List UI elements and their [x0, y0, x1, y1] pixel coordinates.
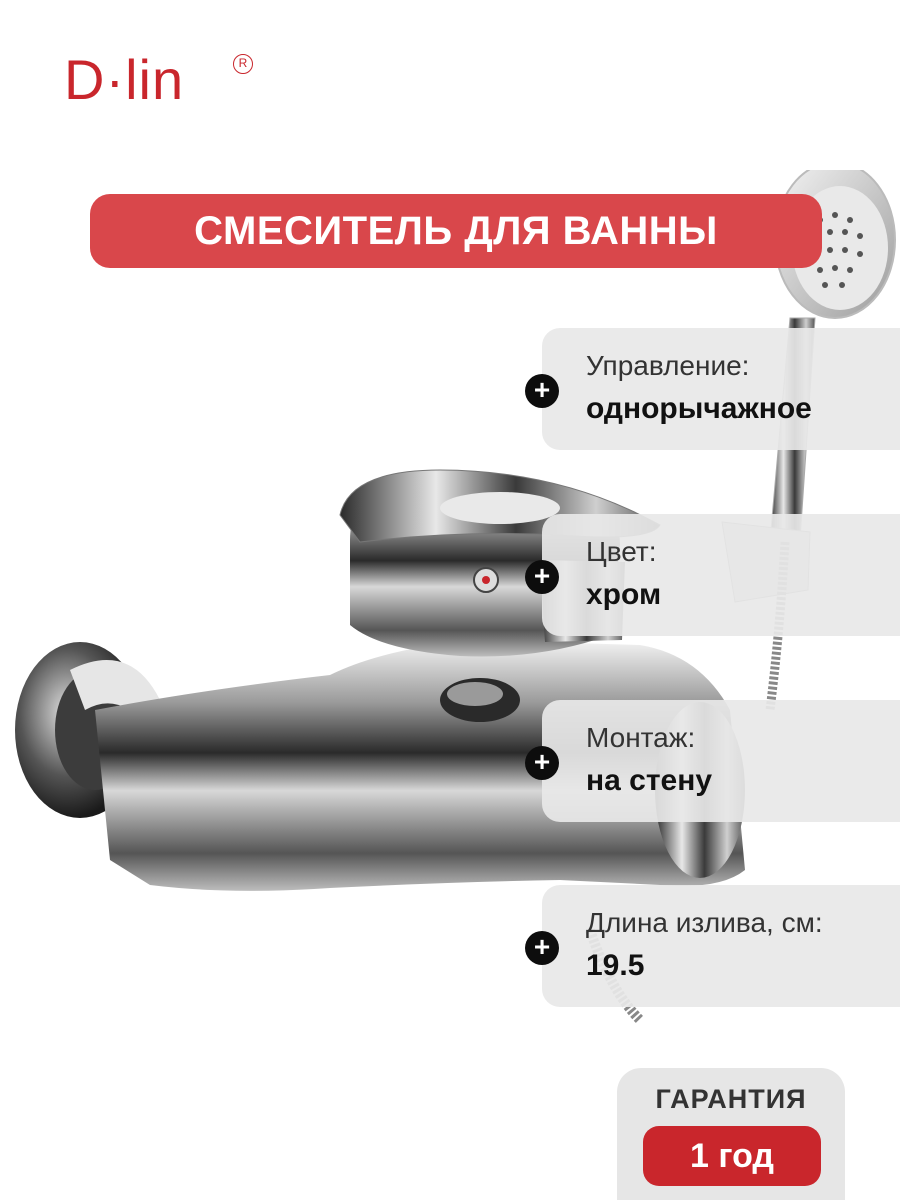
plus-icon: + [525, 374, 559, 408]
warranty-value: 1 год [643, 1126, 821, 1186]
spec-label: Длина излива, см: [586, 907, 823, 938]
registered-mark-icon: R [233, 54, 253, 74]
page-title: СМЕСИТЕЛЬ ДЛЯ ВАННЫ [90, 194, 822, 268]
spec-label: Цвет: [586, 536, 657, 567]
spec-card-control: + Управление: однорычажное [525, 328, 900, 450]
spec-label: Управление: [586, 350, 750, 381]
warranty-badge: ГАРАНТИЯ 1 год [617, 1068, 845, 1200]
spec-value: на стену [586, 764, 713, 797]
spec-card-color: + Цвет: хром [525, 514, 900, 636]
plus-icon: + [525, 560, 559, 594]
spec-label: Монтаж: [586, 722, 696, 753]
brand-logo: D·lin [64, 48, 185, 111]
plus-icon: + [525, 931, 559, 965]
warranty-label: ГАРАНТИЯ [655, 1084, 807, 1114]
plus-icon: + [525, 746, 559, 780]
spec-value: хром [586, 578, 662, 611]
spec-value: однорычажное [586, 392, 812, 425]
spec-card-mounting: + Монтаж: на стену [525, 700, 900, 822]
spec-value: 19.5 [586, 949, 645, 982]
spec-card-spout-length: + Длина излива, см: 19.5 [525, 885, 900, 1007]
